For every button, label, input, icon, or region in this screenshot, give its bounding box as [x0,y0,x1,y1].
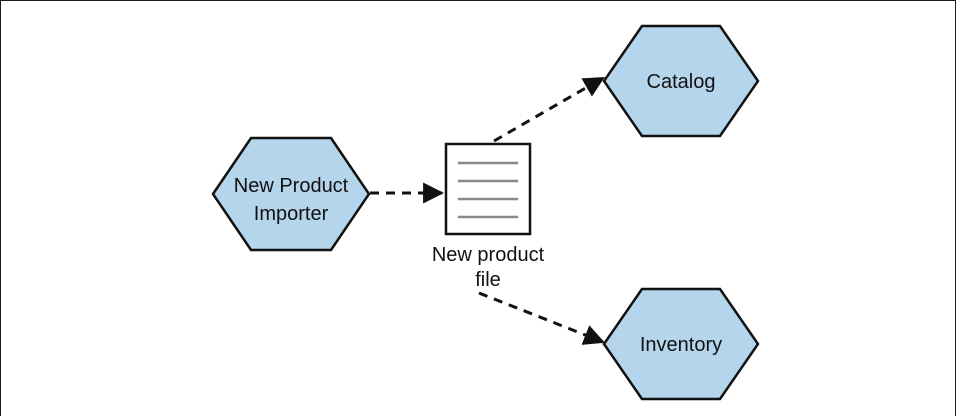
file-label-line1: New product [432,244,545,266]
file-to-catalog-arrow [493,76,605,143]
node-new-product-importer: New Product Importer [211,136,371,252]
file-document-icon [444,142,532,236]
importer-label-line2: Importer [254,203,329,225]
node-catalog: Catalog [602,24,760,138]
catalog-hexagon [602,24,760,138]
node-inventory: Inventory [602,287,760,401]
inventory-label: Inventory [640,334,722,356]
catalog-label: Catalog [647,71,716,93]
importer-hexagon [211,136,371,252]
new-product-file: New product file [432,142,545,291]
importer-label-line1: New Product [234,175,349,197]
file-to-inventory-arrow [478,291,605,345]
inventory-hexagon [602,287,760,401]
file-label-line2: file [475,269,501,291]
